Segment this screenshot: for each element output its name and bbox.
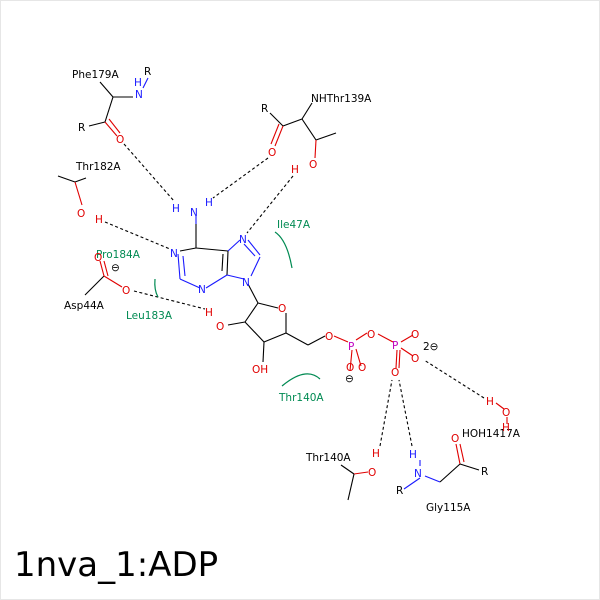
- residue-label-gly115: Gly115A: [426, 502, 471, 514]
- hydrophobic-label-thr140: Thr140A: [278, 392, 324, 404]
- atom-r-gly115-n: R: [396, 485, 403, 497]
- residue-label-thr182: Thr182A: [75, 161, 121, 173]
- charge-minus-asp44: ⊖: [111, 262, 120, 274]
- residue-label-phe179: Phe179A: [72, 69, 119, 81]
- hbond-gly115-phosphate: [398, 379, 413, 447]
- atom-o-thr139-carbonyl: O: [268, 147, 276, 159]
- residue-label-thr139: NHThr139A: [311, 93, 372, 105]
- atom-o-thr139-hydroxyl: O: [309, 159, 317, 171]
- adp-bonds: [177, 216, 414, 372]
- atom-h-thr182: H: [95, 214, 103, 226]
- atom-n1-adenine: N: [170, 248, 178, 260]
- atom-o2-ribose: O: [216, 321, 224, 333]
- hydrophobic-label-ile47: Ile47A: [277, 219, 311, 231]
- atom-r-thr139: R: [261, 103, 268, 115]
- atom-o-beta-2: O: [411, 353, 419, 365]
- thr140-contact-arc: [281, 373, 321, 387]
- atom-o-thr182: O: [77, 208, 85, 220]
- hbond-asp44-O2: [133, 290, 206, 310]
- residue-bonds: [57, 77, 508, 501]
- atom-n7-adenine: N: [239, 234, 247, 246]
- atom-o5-ribose: O: [325, 331, 333, 343]
- atom-h2-water: H: [502, 422, 510, 434]
- hbond-thr139-N7: [246, 175, 294, 234]
- atom-h-o2-ribose: H: [205, 307, 213, 319]
- atom-h1-water: H: [486, 396, 494, 408]
- atom-n-phe179: N: [135, 89, 143, 101]
- hbond-thr140-phosphate: [379, 379, 393, 447]
- atom-o1-asp44: O: [94, 252, 102, 264]
- atom-r-gly115-c: R: [481, 466, 488, 478]
- charge-minus-alpha-phosphate: ⊖: [345, 373, 354, 385]
- atom-o-water: O: [502, 407, 510, 419]
- residue-label-thr140: Thr140A: [305, 452, 351, 464]
- atom-o4-ribose: O: [278, 303, 286, 315]
- atom-n6-adenine: N: [190, 207, 198, 219]
- atom-n3-adenine: N: [198, 284, 206, 296]
- atom-r-phe179: R: [144, 66, 151, 78]
- atom-p-alpha: P: [348, 341, 354, 353]
- atom-o-thr140: O: [368, 467, 376, 479]
- atom-o-alpha-2: O: [358, 362, 366, 374]
- residue-label-hoh1417: HOH1417A: [462, 428, 521, 440]
- atom-oh-o3-ribose: OH: [252, 364, 268, 376]
- atom-h-gly115: H: [409, 449, 417, 461]
- atom-h2-n6: H: [205, 197, 213, 209]
- atom-h1-n6: H: [172, 203, 180, 215]
- leu183-contact-arc: [154, 278, 159, 298]
- atom-h-thr140: H: [372, 448, 380, 460]
- atom-o-bridge: O: [367, 329, 375, 341]
- charge-2minus-beta-phosphate: 2⊖: [423, 341, 438, 353]
- hydrophobic-arcs: [154, 231, 321, 387]
- residue-label-asp44: Asp44A: [64, 300, 105, 312]
- atom-o-gly115: O: [451, 433, 459, 445]
- hydrophobic-label-pro184: Pro184A: [96, 249, 141, 261]
- atom-h-thr139: H: [291, 164, 299, 176]
- atom-o-beta-3: O: [391, 367, 399, 379]
- atom-o-alpha-1: O: [346, 362, 354, 374]
- hbond-phe179-N6: [123, 143, 175, 202]
- atom-n-gly115: N: [414, 468, 422, 480]
- atom-o-beta-1: O: [411, 329, 419, 341]
- atom-p-beta: P: [392, 340, 398, 352]
- hydrogen-bonds: [104, 143, 485, 447]
- hbond-water-phosphate: [423, 359, 485, 399]
- atom-r-phe179-carbonyl: R: [78, 122, 85, 134]
- atom-o2-asp44: O: [122, 285, 130, 297]
- hbond-thr139-N6: [212, 157, 269, 199]
- ligand-title: 1nva_1:ADP: [14, 545, 219, 585]
- ile47-contact-arc: [274, 231, 293, 269]
- atom-o-phe179: O: [116, 134, 124, 146]
- hbond-thr182-N1: [104, 221, 171, 250]
- atom-h-phe179: H: [134, 77, 142, 89]
- atom-n9-adenine: N: [242, 277, 250, 289]
- hydrophobic-label-leu183: Leu183A: [126, 310, 173, 322]
